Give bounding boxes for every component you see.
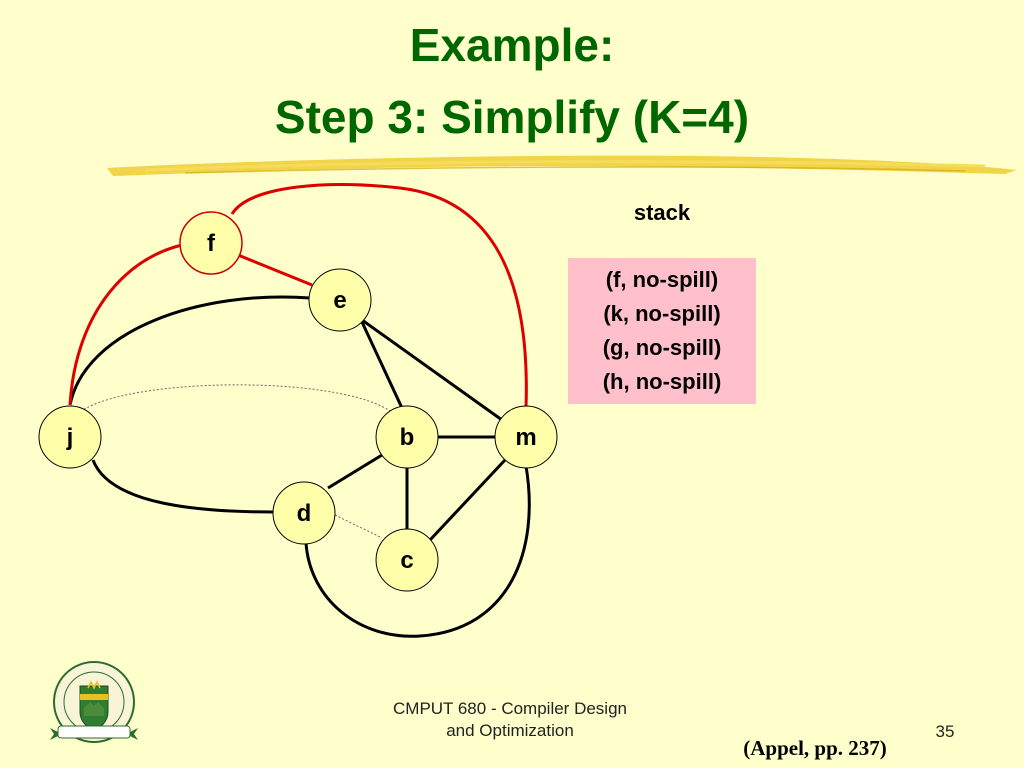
edge-j-e xyxy=(68,295,311,406)
stack-box: (f, no-spill) (k, no-spill) (g, no-spill… xyxy=(568,258,756,404)
stack-item: (k, no-spill) xyxy=(603,301,721,326)
edge-f-m xyxy=(230,183,528,409)
svg-text:j: j xyxy=(66,424,74,451)
stack-title: stack xyxy=(633,200,691,225)
node-m: m xyxy=(494,405,558,469)
svg-text:m: m xyxy=(515,424,536,451)
svg-text:b: b xyxy=(400,424,415,451)
node-e: e xyxy=(308,268,372,332)
svg-text:c: c xyxy=(400,547,413,574)
stack-item: (f, no-spill) xyxy=(605,267,719,292)
node-f: f xyxy=(179,211,243,275)
edge-e-m xyxy=(361,318,503,422)
svg-text:f: f xyxy=(207,230,216,257)
stack-item: (g, no-spill) xyxy=(602,335,722,360)
node-b: b xyxy=(375,405,439,469)
citation: (Appel, pp. 237) xyxy=(743,736,887,760)
edge-b-d xyxy=(327,453,383,490)
title-underline-brushstroke xyxy=(107,155,1017,176)
slide-title-line1: Example: xyxy=(409,19,615,71)
university-of-alberta-logo xyxy=(50,661,138,743)
move-edge-d-c xyxy=(334,514,383,539)
node-c: c xyxy=(375,528,439,592)
slide-title-line2: Step 3: Simplify (K=4) xyxy=(274,91,750,143)
stack-item: (h, no-spill) xyxy=(602,369,722,394)
svg-text:e: e xyxy=(333,287,346,314)
svg-text:d: d xyxy=(297,500,312,527)
edge-j-d xyxy=(91,459,275,514)
edge-d-m xyxy=(304,465,531,638)
edge-e-b xyxy=(360,321,404,409)
node-j: j xyxy=(38,405,102,469)
page-number: 35 xyxy=(935,722,955,741)
course-name-line2: and Optimization xyxy=(446,721,574,740)
edge-m-c xyxy=(428,458,507,542)
course-name-line1: CMPUT 680 - Compiler Design xyxy=(393,699,627,718)
edge-j-f xyxy=(68,243,183,406)
move-edge-j-b xyxy=(71,384,399,421)
course-name: CMPUT 680 - Compiler Design and Optimiza… xyxy=(360,698,660,742)
node-d: d xyxy=(272,481,336,545)
edge-f-e xyxy=(237,253,313,287)
